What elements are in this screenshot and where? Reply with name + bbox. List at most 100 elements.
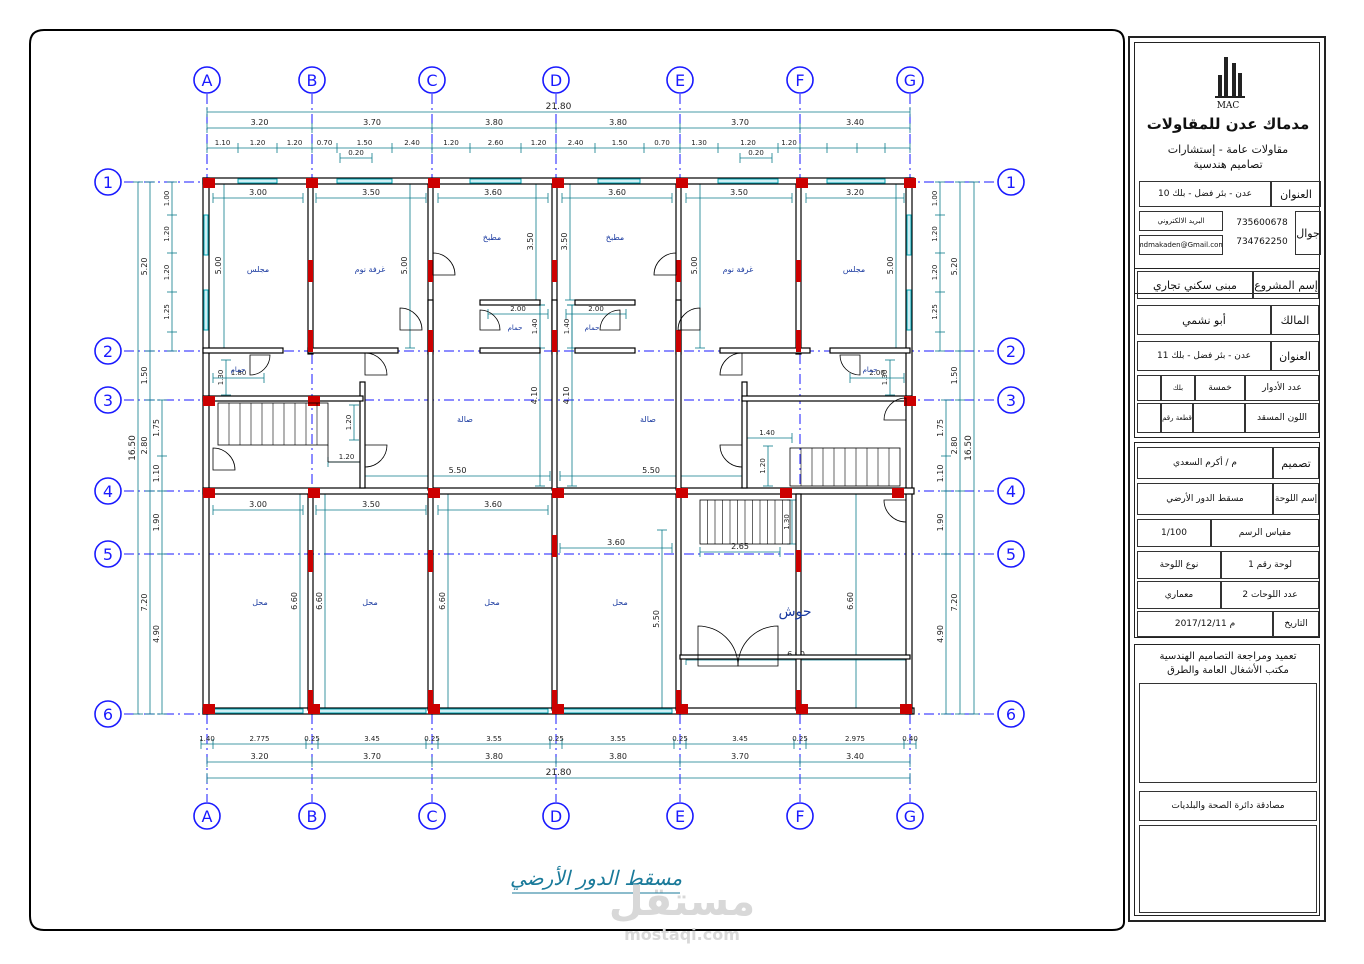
dim-hall-sm4-label: 1.20: [759, 458, 767, 474]
svg-text:4: 4: [1006, 482, 1016, 501]
dim-top-total: 21.80: [206, 102, 911, 117]
approval-line-3: مصادقة دائرة الصحة والبلديات: [1139, 791, 1317, 821]
dim-left-spans-label: 5.20: [140, 258, 149, 276]
dim-wc-lh: 1.80: [212, 369, 265, 383]
room-kitchen-right: مطبخ: [606, 233, 624, 242]
room-bath-wc-right: حمام: [863, 366, 878, 374]
sheet-panel: تصميم م / أكرم السعدي إسم اللوحة مسقط ال…: [1134, 442, 1320, 638]
column-mark: [552, 260, 557, 282]
dim-shop-h-2: 6.60: [438, 493, 453, 709]
column-mark: [796, 178, 808, 188]
dim-top-openings-label: 1.20: [531, 139, 547, 147]
dim-room-h-1-label: 5.00: [400, 257, 409, 275]
watermark-arabic: مستقل: [609, 879, 755, 925]
dim-shop-h-0-label: 6.60: [290, 592, 299, 610]
grid-bubble-right-1: 1: [997, 168, 1025, 196]
grid-bubble-right-6: 6: [997, 700, 1025, 728]
door-swing: [737, 625, 779, 667]
dim-top-spans-label: 3.70: [731, 118, 749, 127]
dim-right-sub-label: 1.90: [936, 514, 945, 532]
company-services-2: تصاميم هندسية: [1193, 158, 1263, 171]
svg-text:D: D: [550, 71, 562, 90]
dim-room-top-5: 3.20: [805, 188, 905, 203]
dim-shop-h-2-label: 6.60: [438, 592, 447, 610]
dim-top-total-label: 21.80: [546, 102, 572, 112]
dim-bath-lv-label: 1.40: [531, 319, 539, 335]
dim-shop-h-1-label: 6.60: [315, 592, 324, 610]
stair-right: [789, 447, 901, 487]
grid-bubble-top-F: F: [786, 66, 814, 94]
dim-bottom-detail-label: 3.45: [732, 735, 748, 743]
dim-wc-lh-label: 1.80: [231, 369, 247, 377]
dim-bottom-detail-label: 0.40: [902, 735, 918, 743]
floors-label: عدد الأدوار: [1245, 375, 1319, 401]
walls: [202, 177, 916, 715]
column-mark: [676, 330, 681, 352]
column-mark: [796, 704, 808, 714]
column-mark: [428, 704, 440, 714]
grid-bubble-bottom-D: D: [542, 802, 570, 830]
room-hall-right: صالة: [640, 415, 656, 424]
column-mark: [796, 550, 801, 572]
svg-text:C: C: [426, 807, 437, 826]
column-mark: [892, 488, 904, 498]
dim-shop-top-3-label: 3.60: [607, 538, 625, 547]
dim-shop-top-0-label: 3.00: [249, 500, 267, 509]
dim-room-top-2-label: 3.60: [484, 188, 502, 197]
dim-stair-h-label: 1.30: [783, 514, 791, 530]
dim-bottom-detail-label: 0.25: [792, 735, 808, 743]
dim-shop-h-3: 5.50: [652, 529, 667, 709]
svg-text:5: 5: [103, 545, 113, 564]
dim-shop-h-1: 6.60: [315, 493, 330, 709]
dim-bottom-detail-label: 0.25: [424, 735, 440, 743]
dim-bottom-total: 21.80: [206, 768, 911, 783]
dim-wc-rv: 1.30: [881, 359, 895, 396]
dim-hall-lv-label: 4.10: [530, 387, 539, 405]
door-swing: [364, 444, 388, 468]
dim-shop-top-3: 3.60: [559, 538, 673, 553]
dim-room-top-3-label: 3.60: [608, 188, 626, 197]
column-mark: [308, 550, 313, 572]
dim-bottom-detail-label: 3.55: [486, 735, 502, 743]
room-shop-3: محل: [484, 598, 500, 607]
dim-room-top-2: 3.60: [437, 188, 549, 203]
dim-left-sub-label: 1.75: [152, 419, 161, 437]
dim-top-spans-label: 3.40: [846, 118, 864, 127]
room-bath-wc-left: حمام: [231, 366, 246, 374]
column-mark: [428, 550, 433, 572]
svg-text:F: F: [795, 807, 804, 826]
doors-stairs: [212, 252, 907, 667]
column-mark: [428, 260, 433, 282]
column-mark: [552, 488, 564, 498]
dim-room-top-0: 3.00: [212, 188, 304, 203]
svg-text:B: B: [307, 807, 318, 826]
svg-text:6: 6: [103, 705, 113, 724]
dim-bath-r: 2.00: [565, 305, 627, 319]
dim-bottom-detail-label: 0.25: [304, 735, 320, 743]
dim-hall-rv-label: 4.10: [562, 387, 571, 405]
door-swing: [677, 307, 701, 331]
svg-text:G: G: [904, 807, 916, 826]
grid-bubble-left-1: 1: [94, 168, 122, 196]
dim-shop-h-4-label: 6.60: [846, 592, 855, 610]
dim-room-top-1-label: 3.50: [362, 188, 380, 197]
grid-bubble-left-2: 2: [94, 337, 122, 365]
dim-stair-w-label: 2.65: [731, 542, 749, 551]
phone-2: 734762250: [1236, 237, 1288, 247]
room-majlis-right: مجلس: [843, 265, 865, 274]
dim-bottom-detail-label: 3.55: [610, 735, 626, 743]
door-swing: [399, 307, 423, 331]
dim-top-openings-label: 1.50: [612, 139, 628, 147]
grid-bubble-right-3: 3: [997, 386, 1025, 414]
design-label: تصميم: [1273, 447, 1319, 479]
dim-left-spans-label: 1.50: [140, 367, 149, 385]
dim-right-spans-label: 7.20: [950, 594, 959, 612]
dim-top-openings-label: 2.40: [404, 139, 420, 147]
approval-box-2: [1139, 825, 1317, 913]
dim-left-total: 16.50: [128, 181, 143, 715]
dim-top-openings-label: 1.20: [781, 139, 797, 147]
grid-bubble-top-E: E: [666, 66, 694, 94]
dim-bath-r-label: 2.00: [588, 305, 604, 313]
dim-right-sub-label: 1.75: [936, 419, 945, 437]
